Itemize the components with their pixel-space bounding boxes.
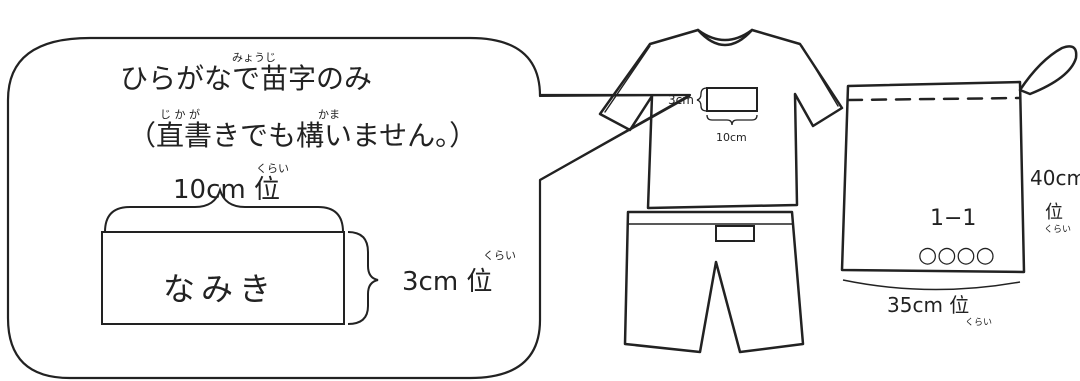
shorts-drawing — [623, 210, 805, 354]
tshirt-patch-width-brace — [706, 114, 758, 126]
nameplate-box — [101, 231, 345, 325]
nameplate-sample-name: なみき — [163, 270, 277, 308]
tshirt-patch-height-brace — [696, 87, 708, 112]
bag-name-placeholder: ○○○○ — [918, 243, 995, 268]
width-brace — [104, 186, 344, 233]
ruby-kama: かま — [318, 108, 340, 121]
instruction-line1: ひらがなで苗字のみ — [120, 62, 372, 95]
instruction-line2: （直書きでも構いません。） — [128, 119, 477, 152]
shorts-name-patch — [715, 225, 755, 242]
bag-width-ruby: くらい — [965, 317, 992, 328]
bag-width-label: 35cm 位 — [887, 293, 969, 317]
bag-height-label: 40cm — [1030, 166, 1080, 190]
bag-drawing — [840, 45, 1078, 274]
tshirt-name-patch — [706, 87, 758, 112]
ruby-myouji: みょうじ — [232, 51, 276, 64]
height-label: 3cm 位 — [402, 267, 492, 297]
bag-class-label: 1−1 — [930, 206, 976, 231]
ruby-kurai-width: くらい — [256, 162, 289, 175]
bag-height-word: 位 — [1045, 202, 1063, 223]
ruby-jikaga: じ か が — [160, 107, 200, 121]
bag-width-arc — [842, 279, 1021, 291]
bag-height-ruby: くらい — [1044, 224, 1071, 235]
tshirt-patch-height-label: 3cm — [668, 93, 694, 107]
ruby-kurai-height: くらい — [483, 249, 516, 262]
tshirt-drawing — [598, 28, 844, 210]
tshirt-patch-width-label: 10cm — [716, 131, 747, 144]
height-brace — [347, 231, 379, 325]
